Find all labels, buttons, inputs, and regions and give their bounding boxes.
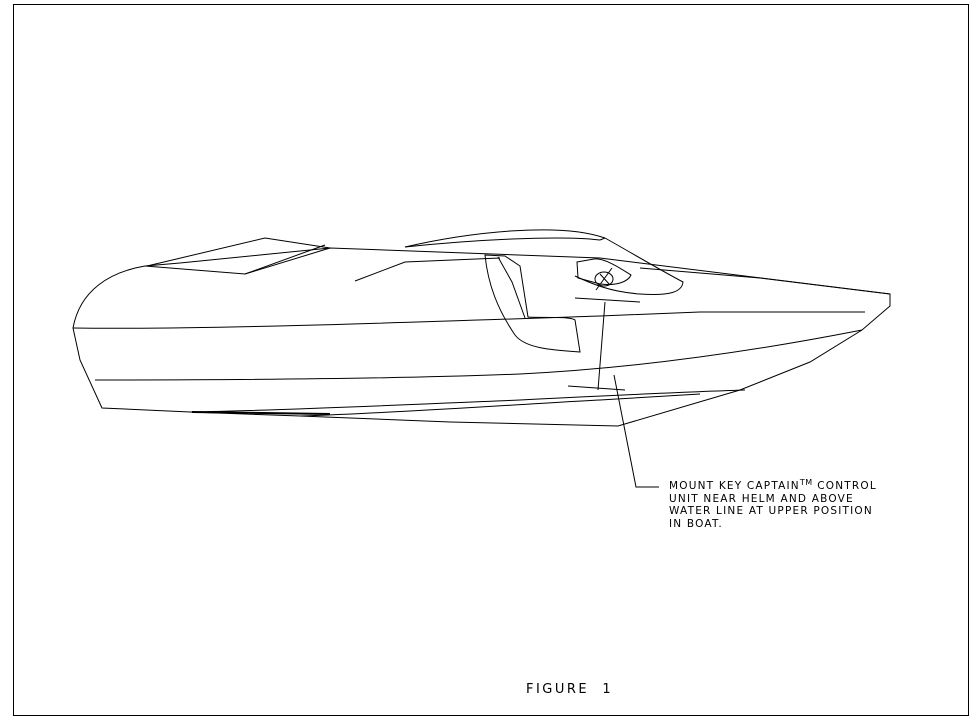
hull-strake-upper [95,330,862,380]
hull-strake-lower [190,390,745,412]
hull-outline [73,248,890,426]
callout-line-3: WATER LINE AT UPPER POSITION [669,505,877,518]
hull-bottom-bold [192,412,330,414]
callout-leader [614,375,659,487]
cockpit-line [355,258,500,281]
callout-note: MOUNT KEY CAPTAINTM CONTROL UNIT NEAR HE… [669,480,877,530]
mount-leader-vertical [598,302,605,390]
sun-pad [145,238,330,274]
windshield-inner [405,238,605,247]
figure-label: FIGURE [526,684,589,696]
figure-caption: FIGURE 1 [526,684,613,696]
helm-seat [485,255,580,352]
callout-line-1: MOUNT KEY CAPTAINTM CONTROL [669,480,877,493]
dash-line [575,298,640,302]
callout-line-2: UNIT NEAR HELM AND ABOVE [669,493,877,506]
callout-line-4: IN BOAT. [669,518,877,531]
windshield [405,230,683,295]
hull-chine [300,394,700,416]
helm-seat-inner [498,257,525,318]
steering-wheel-spokes [596,268,612,290]
sheer-line [73,312,865,328]
figure-number: 1 [602,684,613,696]
sun-pad-edge [245,245,325,274]
trademark-symbol: TM [800,478,813,487]
